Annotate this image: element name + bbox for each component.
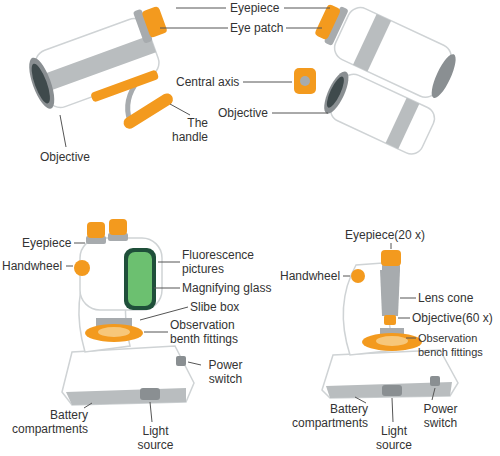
part-label: Eye patch (230, 21, 283, 35)
binocular-right (294, 0, 462, 158)
part-label: Light source (372, 424, 416, 452)
lens-cone (380, 270, 400, 316)
part-label: Central axis (176, 75, 239, 89)
microscope-left (62, 219, 194, 405)
part-label: Slibe box (190, 300, 239, 314)
light-source (140, 388, 160, 400)
part-label: Battery compartments (2, 408, 88, 436)
part-label: Handwheel (2, 259, 62, 273)
part-label: Magnifying glass (182, 281, 271, 295)
part-label: Eyepiece(20 x) (345, 228, 425, 242)
hinge (294, 68, 316, 94)
power-switch (176, 356, 186, 366)
part-label: Light source (133, 424, 178, 452)
part-label: Lens cone (418, 291, 473, 305)
part-label: Observation benth fittings (170, 318, 260, 346)
part-label: Handwheel (280, 269, 340, 283)
part-label: Eyepiece (230, 1, 279, 15)
part-label: Fluorescence pictures (182, 248, 264, 276)
part-label: Battery compartments (282, 402, 368, 430)
leader-lines (60, 8, 435, 422)
part-label: Objective(60 x) (412, 311, 493, 325)
binocular-left (21, 3, 182, 131)
part-label: Objective (218, 106, 268, 120)
part-label: Objective (40, 150, 90, 164)
part-label: Power switch (203, 358, 248, 386)
part-label: The handle (160, 116, 208, 144)
part-label: Observation bench fittings (418, 331, 496, 359)
part-label: Power switch (418, 402, 463, 430)
part-label: Eyepiece (22, 236, 71, 250)
